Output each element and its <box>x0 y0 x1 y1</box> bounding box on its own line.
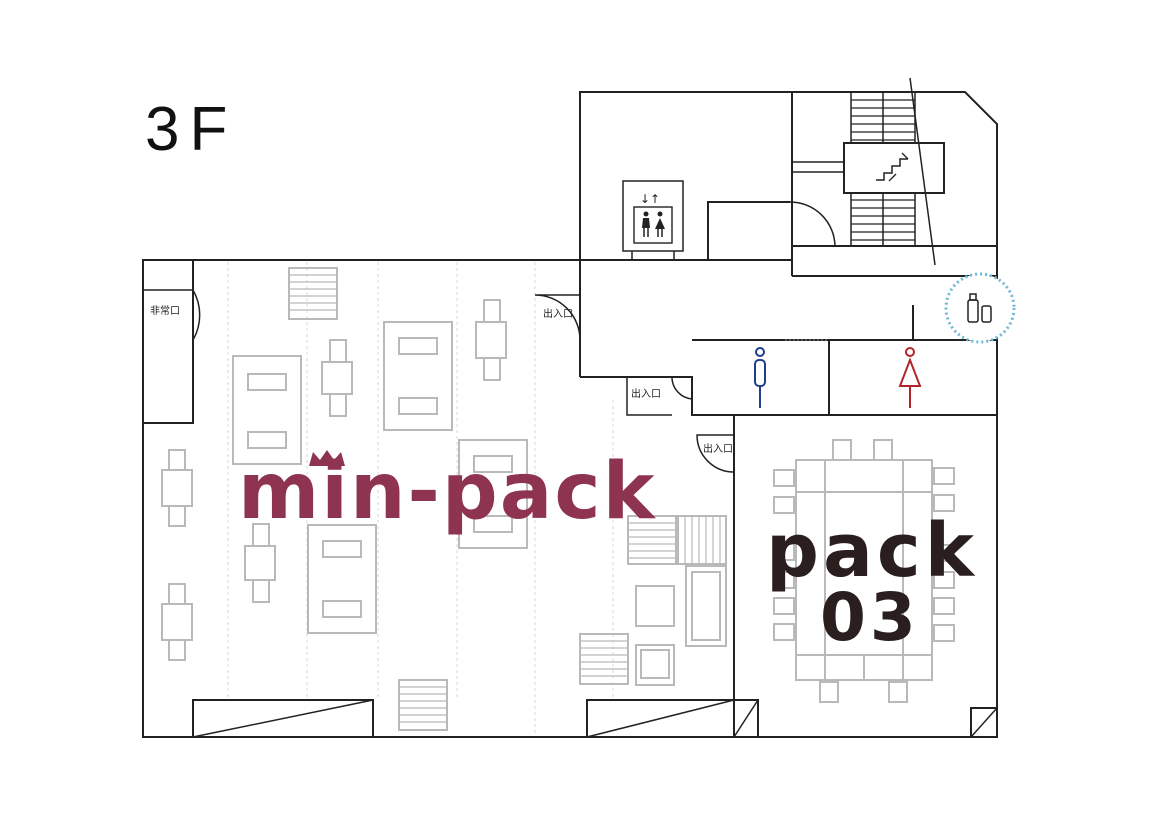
stair-door-swing <box>789 201 836 247</box>
entrance-3: 出入口 <box>696 434 735 473</box>
meeting-room-number: 03 <box>820 579 920 656</box>
entrance-1-label: 出入口 <box>543 307 573 320</box>
small-table <box>475 299 507 381</box>
stairs <box>792 77 945 266</box>
entrance-1: 出入口 <box>534 294 581 341</box>
chair <box>635 644 675 686</box>
emergency-exit: 非常口 <box>142 259 201 424</box>
entrance-3-label: 出入口 <box>703 442 733 455</box>
entrance-2: 出入口 <box>626 376 693 416</box>
sofa <box>685 565 727 647</box>
shelf <box>627 515 677 565</box>
meeting-table <box>773 439 955 703</box>
trash-bin-icon <box>944 272 1016 344</box>
emergency-exit-label: 非常口 <box>150 304 180 317</box>
elevator: ↓↑ <box>622 180 684 260</box>
desk <box>458 439 528 549</box>
shelf <box>677 515 727 565</box>
stairs-icon <box>876 152 909 182</box>
crown-icon <box>309 450 345 466</box>
meeting-room-name: pack <box>766 508 978 594</box>
floor-label: 3F <box>145 95 237 164</box>
outer-walls <box>142 91 998 738</box>
desk <box>383 321 453 431</box>
shelf <box>288 267 338 320</box>
small-table <box>321 339 353 417</box>
small-table <box>161 449 193 527</box>
shelf <box>579 633 629 685</box>
desk <box>307 524 377 634</box>
small-table <box>244 523 276 603</box>
shelf <box>398 679 448 731</box>
entrance-2-label: 出入口 <box>631 387 661 400</box>
bench <box>586 699 735 738</box>
desk <box>232 355 302 465</box>
furniture <box>161 267 998 738</box>
main-room-name: min-pack <box>238 447 657 537</box>
small-table <box>161 583 193 661</box>
svg-text:↓↑: ↓↑ <box>640 192 660 206</box>
female-restroom-icon <box>898 347 922 408</box>
elevator-icon: ↓↑ <box>633 192 673 244</box>
box <box>635 585 675 627</box>
male-restroom-icon <box>754 347 766 408</box>
pillar <box>733 699 759 738</box>
bench <box>192 699 374 738</box>
pillar <box>970 707 998 738</box>
